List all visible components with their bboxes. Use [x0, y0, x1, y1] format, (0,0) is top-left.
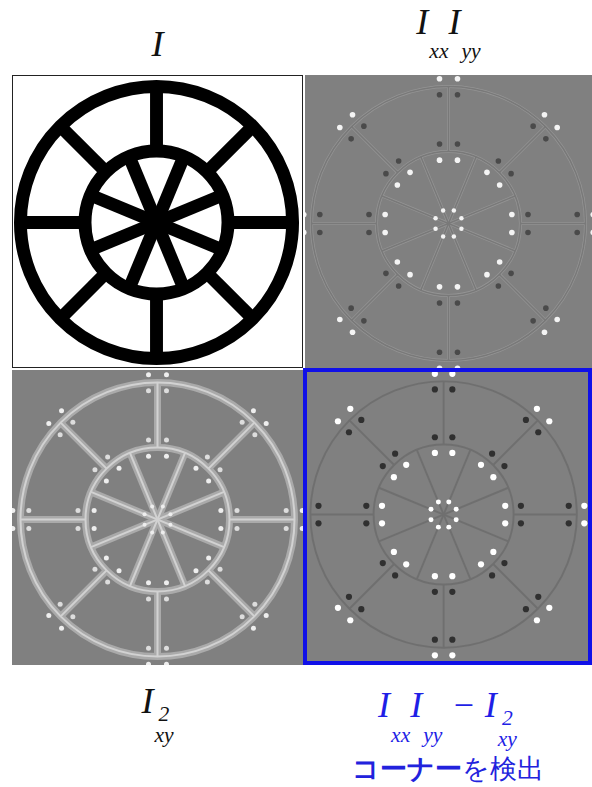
math-label: I — [152, 26, 164, 62]
panel-heading: IxxIyy — [285, 4, 592, 63]
image-panel: I2xy — [12, 370, 303, 665]
math-label: IxxIyy − I2xy — [378, 687, 517, 751]
panel-heading: I — [0, 26, 322, 62]
panel-heading: IxxIyy − I2xyコーナーを検出 — [287, 687, 592, 787]
panel-heading: I2xy — [0, 683, 323, 747]
image-panel: IxxIyy — [305, 75, 592, 368]
panel-image — [305, 75, 592, 368]
math-label: I2xy — [141, 683, 173, 747]
caption-text: を検出 — [462, 753, 544, 784]
image-panel: I — [12, 75, 303, 368]
image-panel: IxxIyy − I2xyコーナーを検出 — [303, 368, 592, 665]
panel-image — [307, 372, 588, 661]
math-label: IxxIyy — [416, 4, 480, 63]
panel-image — [13, 76, 302, 367]
panel-image — [12, 370, 303, 665]
caption-text: コーナー — [352, 753, 462, 784]
